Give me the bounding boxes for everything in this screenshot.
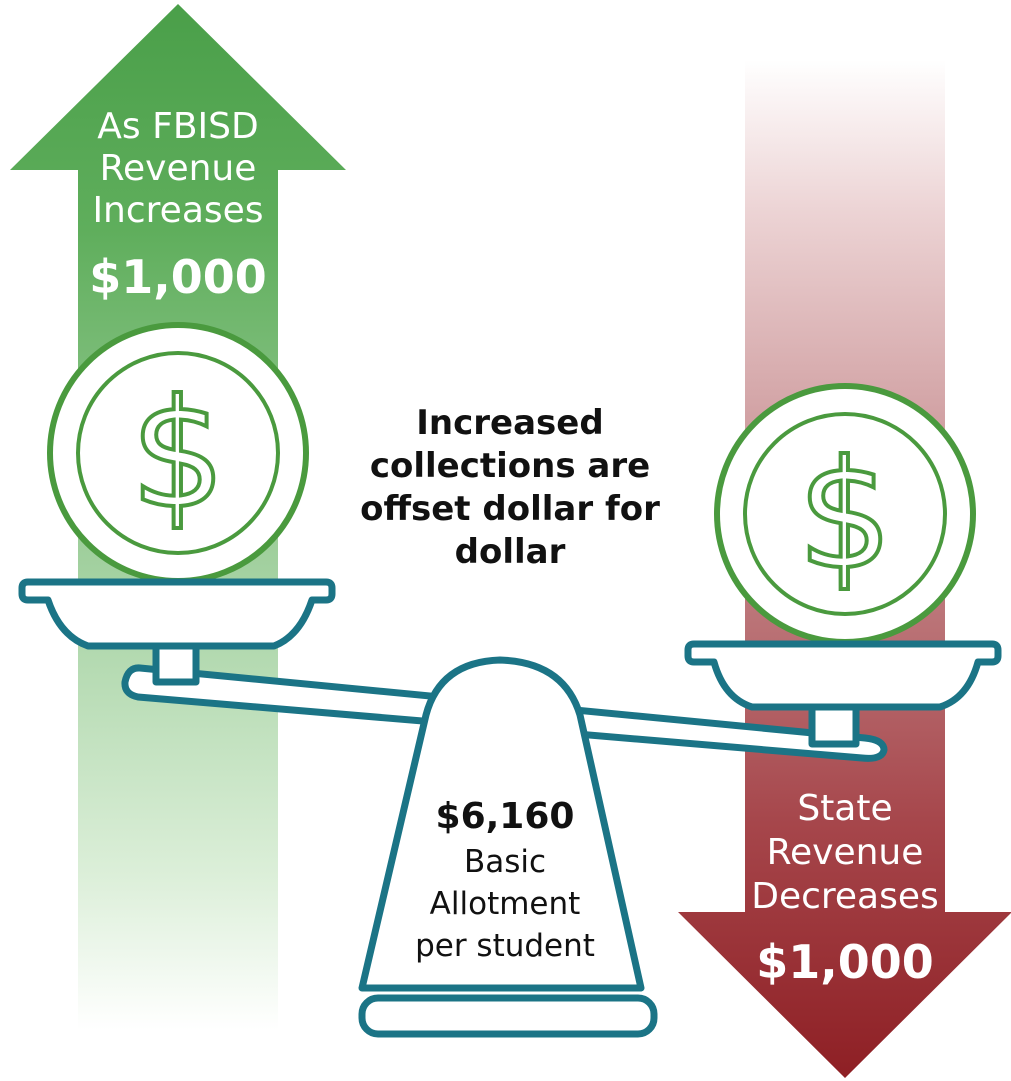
right-arrow-line-1: State bbox=[797, 788, 892, 829]
center-caption: Increased collections are offset dollar … bbox=[360, 403, 660, 572]
left-pan bbox=[18, 578, 336, 650]
center-caption-line-2: collections are bbox=[370, 446, 650, 486]
fulcrum-line-3: per student bbox=[415, 928, 595, 964]
left-arrow-amount: $1,000 bbox=[89, 250, 267, 304]
balance-scale bbox=[18, 578, 1002, 1038]
scale-fulcrum bbox=[358, 656, 645, 992]
center-caption-line-3: offset dollar for bbox=[360, 489, 660, 529]
left-arrow-line-1: As FBISD bbox=[97, 106, 258, 147]
basic-allotment-amount: $6,160 bbox=[436, 796, 575, 837]
right-arrow-amount: $1,000 bbox=[756, 935, 934, 989]
fulcrum-line-2: Allotment bbox=[430, 886, 581, 922]
left-arrow-line-2: Revenue bbox=[100, 148, 257, 189]
right-pan bbox=[684, 640, 1002, 711]
fulcrum-line-1: Basic bbox=[464, 844, 546, 880]
scale-base bbox=[358, 994, 658, 1038]
right-dollar-coin: $ bbox=[714, 383, 976, 645]
left-dollar-coin: $ bbox=[47, 322, 309, 584]
center-caption-line-4: dollar bbox=[455, 532, 566, 572]
dollar-icon: $ bbox=[130, 368, 225, 542]
left-arrow-label: As FBISD Revenue Increases $1,000 bbox=[89, 106, 267, 304]
center-caption-line-1: Increased bbox=[416, 403, 603, 443]
dollar-icon: $ bbox=[797, 429, 892, 603]
right-arrow-line-3: Decreases bbox=[751, 876, 939, 917]
fulcrum-label: $6,160 Basic Allotment per student bbox=[415, 796, 595, 964]
right-arrow-label: State Revenue Decreases $1,000 bbox=[751, 788, 939, 989]
right-arrow-line-2: Revenue bbox=[767, 832, 924, 873]
left-arrow-line-3: Increases bbox=[92, 190, 263, 231]
